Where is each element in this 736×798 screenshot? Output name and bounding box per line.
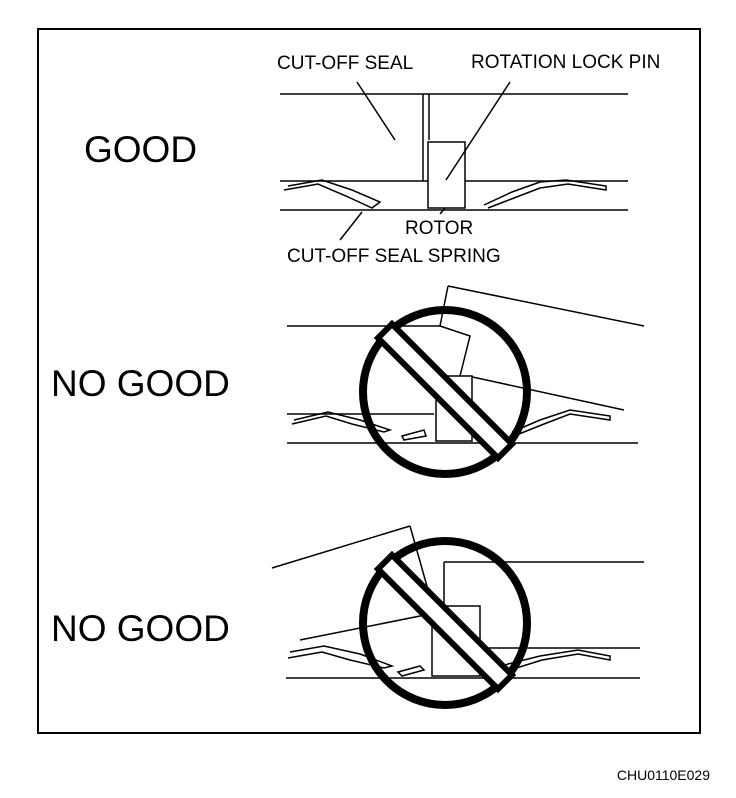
verdict-no-good-2: NO GOOD bbox=[51, 608, 230, 649]
leader-rotor bbox=[439, 207, 446, 215]
figure-code: CHU0110E029 bbox=[616, 767, 710, 783]
good-assembly bbox=[280, 81, 628, 241]
verdict-no-good-1: NO GOOD bbox=[51, 363, 230, 404]
verdict-good: GOOD bbox=[84, 129, 198, 170]
rotation-lock-pin-label: ROTATION LOCK PIN bbox=[471, 52, 661, 73]
prohibition-icon bbox=[359, 306, 531, 478]
cutoff-seal-spring-label: CUT-OFF SEAL SPRING bbox=[287, 246, 501, 267]
rotor-label: ROTOR bbox=[405, 218, 474, 239]
cutoff-seal-label: CUT-OFF SEAL bbox=[277, 53, 414, 74]
no-good-assembly-2 bbox=[271, 525, 644, 679]
leader-lock-pin bbox=[445, 81, 511, 181]
diagram-frame bbox=[37, 28, 701, 734]
leader-cutoff-seal bbox=[356, 81, 396, 141]
prohibition-icon bbox=[359, 537, 531, 709]
leader-spring bbox=[339, 211, 363, 241]
